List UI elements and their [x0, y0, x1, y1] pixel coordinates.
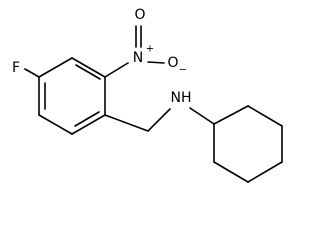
- bond-nitro-single-o: [147, 61, 165, 64]
- ring-double-bond-inner-2: [74, 111, 100, 127]
- ring-double-bond-inner-1: [75, 64, 101, 80]
- bond-ch2-nh: [147, 108, 171, 132]
- atom-label-nitro-o-right: O: [167, 55, 178, 71]
- cyclohexane-bond-4: [247, 161, 283, 183]
- atom-label-amine-nh: NH: [171, 90, 192, 106]
- atom-label-nitro-n: N: [133, 50, 143, 66]
- bond-ring-nitro-n: [104, 62, 129, 78]
- bond-nh-cyclohexyl: [189, 107, 215, 125]
- bond-ring-fluorine: [24, 68, 40, 78]
- cyclohexane-bond-5: [213, 161, 249, 183]
- cyclohexane-bond-1: [213, 105, 249, 125]
- ring-bond-c3-c4: [71, 114, 106, 135]
- cyclohexane-ring: [213, 105, 283, 183]
- atom-label-fluorine: F: [12, 60, 20, 76]
- chemical-structure-drawing: F N + O O − NH: [12, 7, 283, 183]
- benzene-ring: [38, 57, 106, 135]
- ring-bond-c4-c5: [38, 114, 73, 135]
- atom-label-nitro-o-top: O: [134, 7, 145, 23]
- cyclohexane-bond-2: [247, 105, 283, 127]
- ring-bond-c6-c1: [38, 57, 73, 78]
- bond-ring-ch2: [104, 114, 149, 132]
- charge-plus-nitro-n: +: [146, 44, 154, 55]
- charge-minus-nitro-o: −: [179, 65, 187, 76]
- ring-bond-c1-c2: [71, 57, 106, 78]
